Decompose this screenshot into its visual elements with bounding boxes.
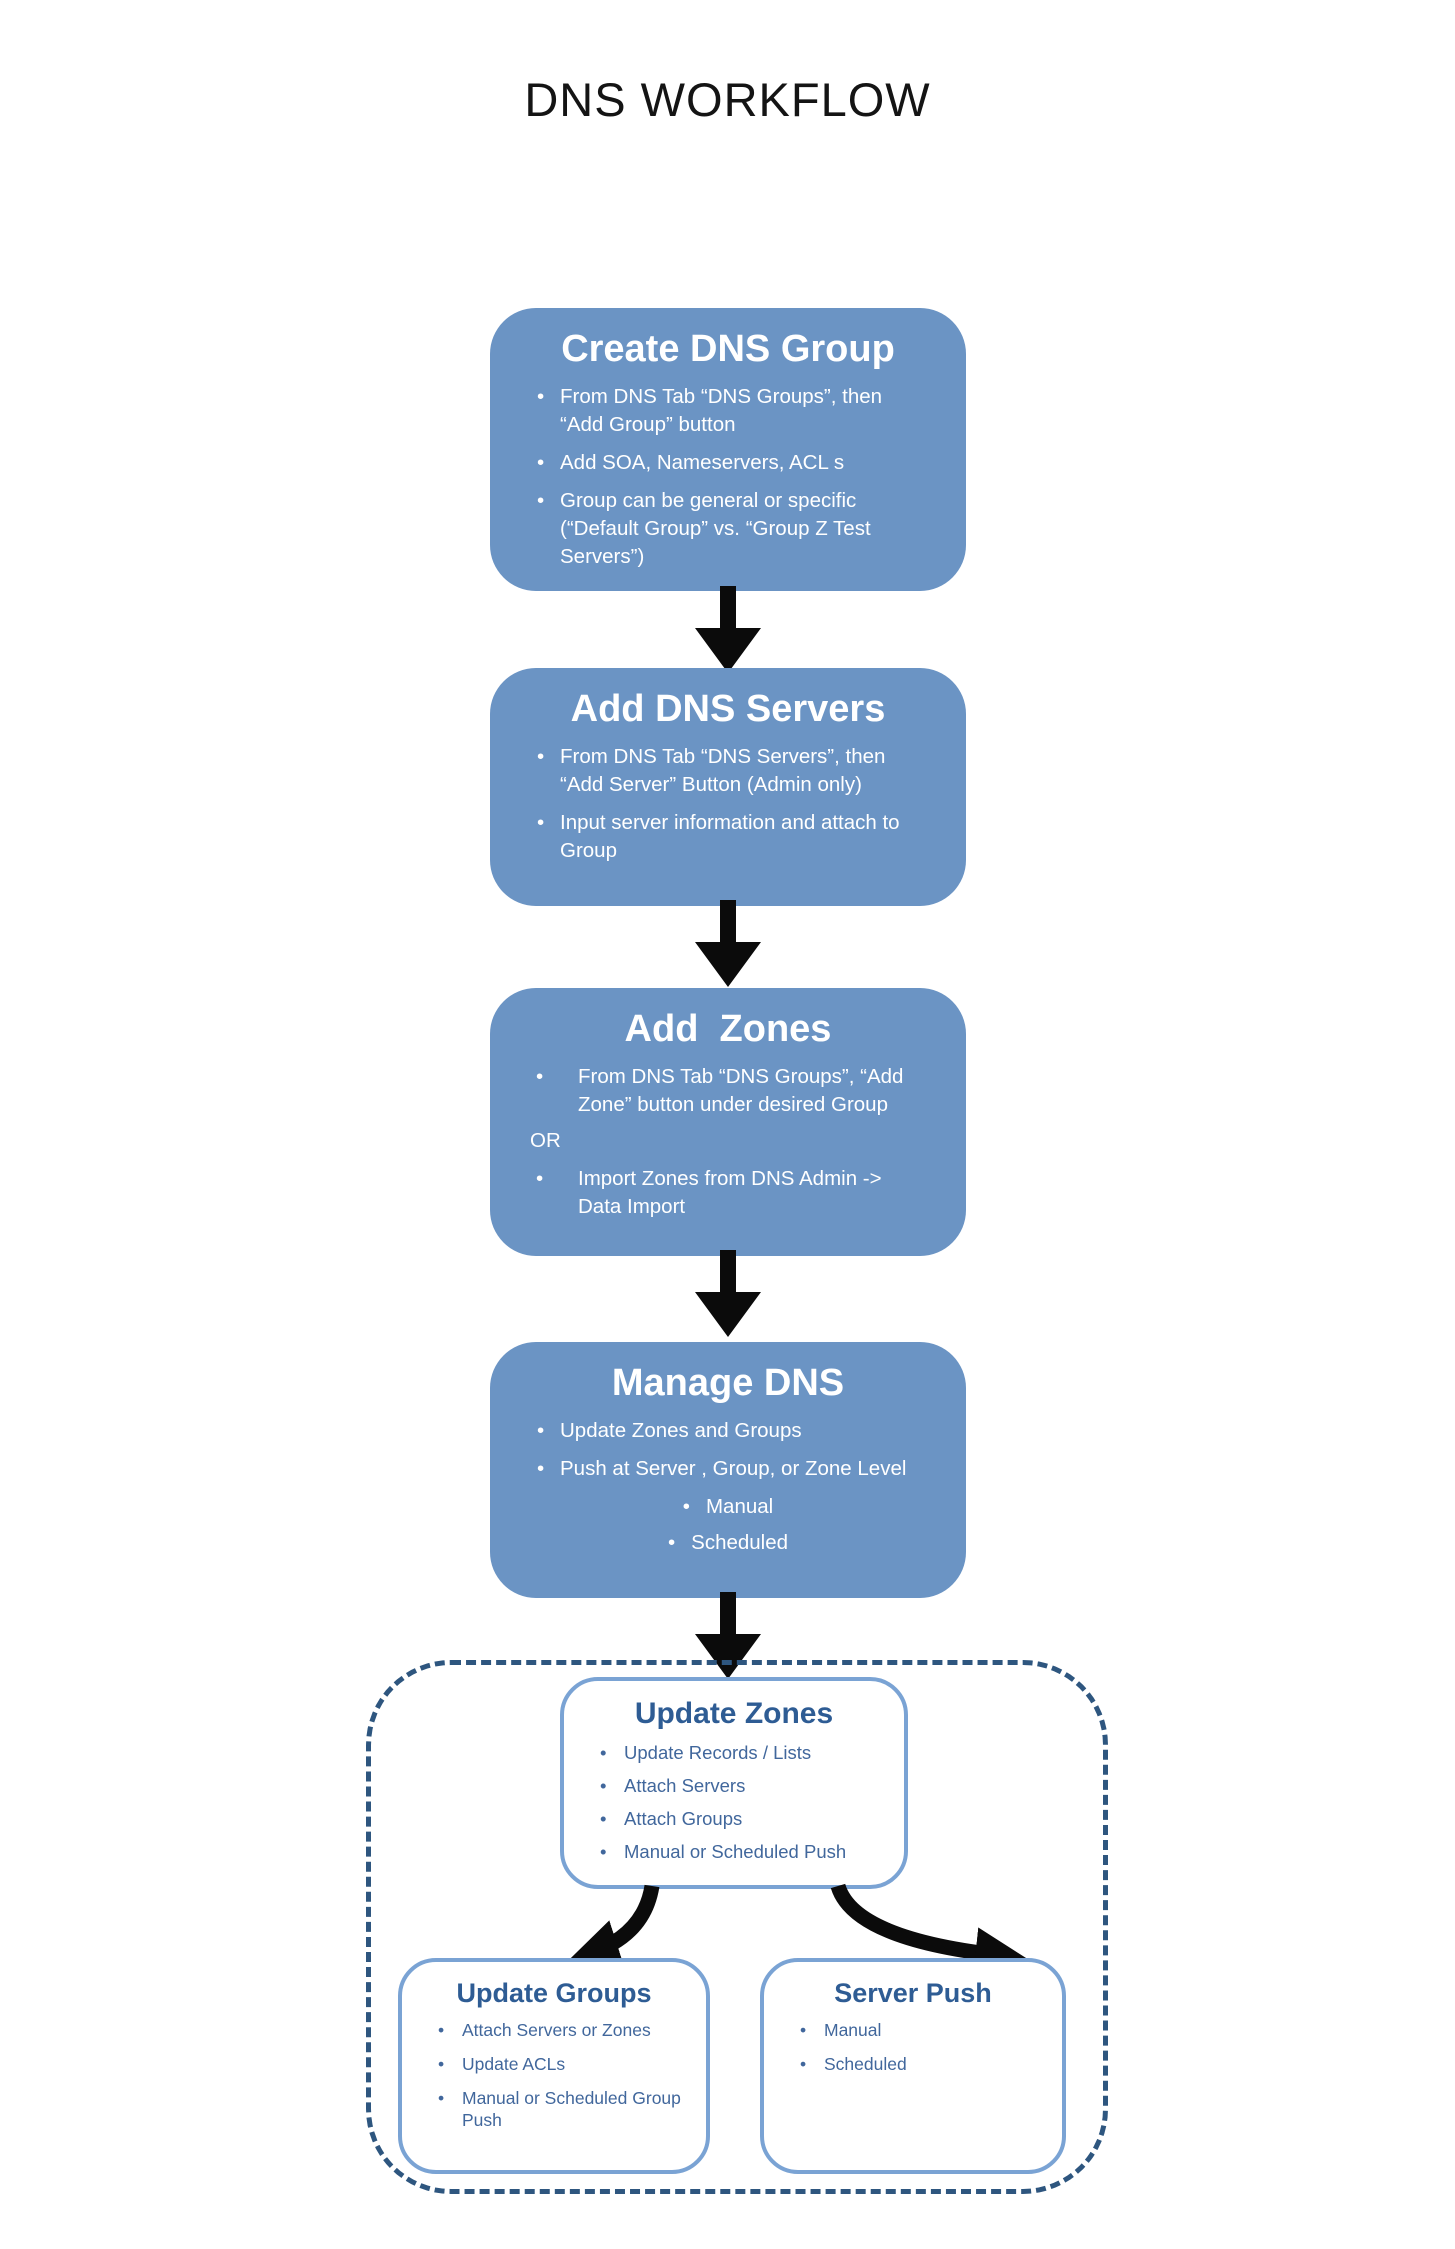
bullet-item: Scheduled bbox=[788, 2053, 1038, 2076]
detail-box-update-zones: Update Zones Update Records / Lists Atta… bbox=[560, 1677, 908, 1889]
flow-box-manage-dns: Manage DNS Update Zones and Groups Push … bbox=[490, 1342, 966, 1598]
bullet-item: From DNS Tab “DNS Groups”, “Add Zone” bu… bbox=[530, 1063, 926, 1119]
detail-box-title: Server Push bbox=[834, 1978, 992, 2008]
detail-region-dashed-border bbox=[366, 1660, 1108, 2194]
down-arrow-icon bbox=[688, 1592, 768, 1680]
down-arrow-icon bbox=[688, 586, 768, 674]
bullet-item: Update ACLs bbox=[426, 2053, 682, 2076]
bullet-list: Import Zones from DNS Admin -> Data Impo… bbox=[530, 1165, 926, 1221]
bullet-item: From DNS Tab “DNS Servers”, then “Add Se… bbox=[530, 743, 926, 799]
bullet-item: Import Zones from DNS Admin -> Data Impo… bbox=[530, 1165, 926, 1221]
bullet-item: Manual or Scheduled Group Push bbox=[426, 2087, 682, 2133]
page-title: DNS WORKFLOW bbox=[524, 73, 931, 126]
bullet-item: Manual bbox=[788, 2019, 1038, 2042]
detail-box-server-push: Server Push Manual Scheduled bbox=[760, 1958, 1066, 2174]
flow-box-title: Manage DNS bbox=[611, 1362, 845, 1404]
bullet-list: Update Zones and Groups Push at Server ,… bbox=[530, 1417, 926, 1557]
bullet-list: From DNS Tab “DNS Servers”, then “Add Se… bbox=[530, 743, 926, 865]
bullet-item: Input server information and attach to G… bbox=[530, 809, 926, 865]
flow-box-title: Add DNS Servers bbox=[570, 688, 886, 730]
down-arrow-icon bbox=[688, 1250, 768, 1338]
bullet-list: From DNS Tab “DNS Groups”, then “Add Gro… bbox=[530, 383, 926, 571]
bullet-item: Attach Groups bbox=[588, 1807, 880, 1831]
bullet-item: Attach Servers bbox=[588, 1774, 880, 1798]
flow-box-title: Create DNS Group bbox=[561, 328, 895, 370]
curved-arrow-right-icon bbox=[830, 1883, 1027, 1979]
bullet-list: Update Records / Lists Attach Servers At… bbox=[588, 1741, 880, 1864]
or-connector-label: OR bbox=[530, 1129, 561, 1153]
bullet-item: From DNS Tab “DNS Groups”, then “Add Gro… bbox=[530, 383, 926, 439]
sub-bullet-item: Manual bbox=[530, 1493, 926, 1521]
bullet-item: Add SOA, Nameservers, ACL s bbox=[530, 449, 926, 477]
flow-box-add-dns-servers: Add DNS Servers From DNS Tab “DNS Server… bbox=[490, 668, 966, 906]
bullet-item: Group can be general or specific (“Defau… bbox=[530, 487, 926, 571]
curved-arrow-left-icon bbox=[568, 1884, 660, 1969]
bullet-item: Attach Servers or Zones bbox=[426, 2019, 682, 2042]
bullet-list: Manual Scheduled bbox=[788, 2019, 1038, 2076]
bullet-list: From DNS Tab “DNS Groups”, “Add Zone” bu… bbox=[530, 1063, 926, 1119]
bullet-item: Update Zones and Groups bbox=[530, 1417, 926, 1445]
detail-box-update-groups: Update Groups Attach Servers or Zones Up… bbox=[398, 1958, 710, 2174]
detail-box-title: Update Zones bbox=[634, 1697, 834, 1730]
bullet-item: Push at Server , Group, or Zone Level bbox=[530, 1455, 926, 1483]
branch-arrows bbox=[0, 1880, 1455, 1979]
sub-bullet-item: Scheduled bbox=[530, 1529, 926, 1557]
bullet-list: Attach Servers or Zones Update ACLs Manu… bbox=[426, 2019, 682, 2132]
flow-box-create-dns-group: Create DNS Group From DNS Tab “DNS Group… bbox=[490, 308, 966, 591]
flow-box-title: Add Zones bbox=[624, 1008, 832, 1050]
bullet-item: Manual or Scheduled Push bbox=[588, 1840, 880, 1864]
bullet-item: Update Records / Lists bbox=[588, 1741, 880, 1765]
detail-box-title: Update Groups bbox=[456, 1978, 652, 2008]
down-arrow-icon bbox=[688, 900, 768, 988]
flow-box-add-zones: Add Zones From DNS Tab “DNS Groups”, “Ad… bbox=[490, 988, 966, 1256]
